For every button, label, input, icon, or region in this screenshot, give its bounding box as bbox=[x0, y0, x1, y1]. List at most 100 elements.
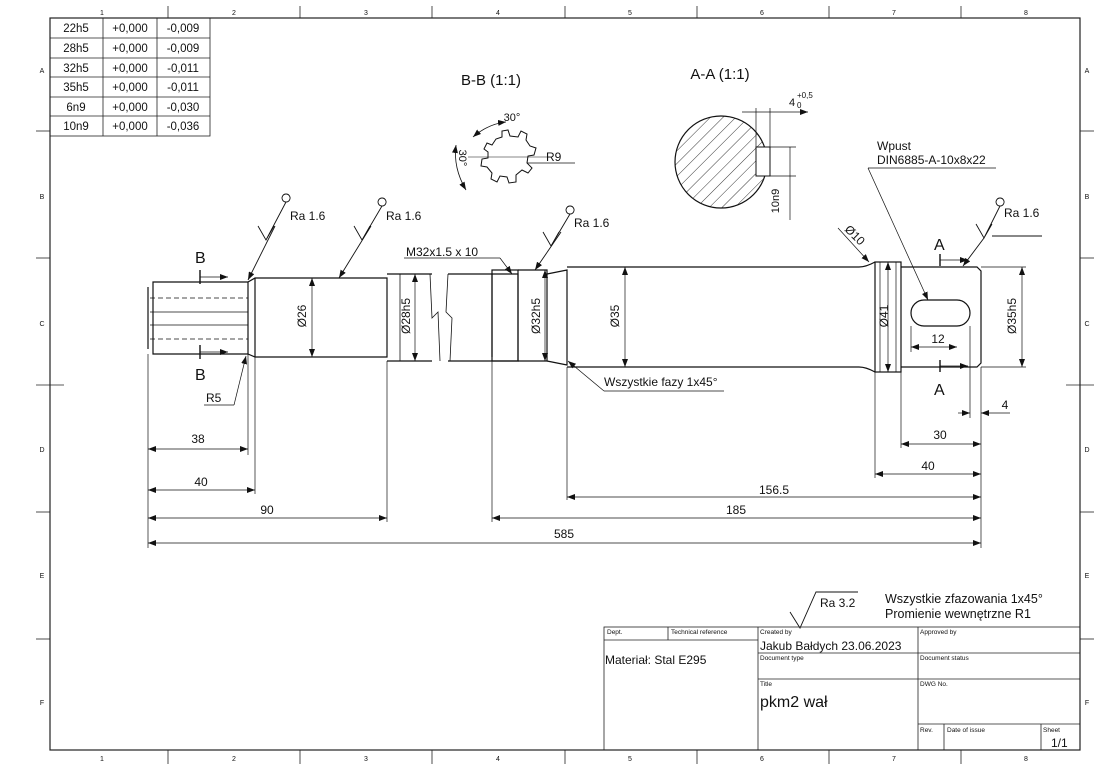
aa-tol-upper: +0,5 bbox=[797, 91, 813, 100]
dimension-labels: 38 40 90 585 185 156.5 40 30 4 bbox=[191, 398, 1008, 541]
dimension-lines bbox=[147, 167, 1026, 548]
tol-fit-0: 22h5 bbox=[63, 23, 89, 35]
note-chamfers: Wszystkie zfazowania 1x45° bbox=[885, 592, 1043, 606]
zone-col-bottom-7: 7 bbox=[892, 756, 896, 763]
shaft-main-view bbox=[147, 261, 982, 373]
tb-title-label: Title bbox=[760, 681, 772, 688]
dim-40-left: 40 bbox=[194, 475, 208, 489]
key-length-label: 12 bbox=[931, 332, 945, 346]
section-bb: B-B (1:1) 30° 30° R9 bbox=[451, 72, 575, 191]
tb-rev-label: Rev. bbox=[920, 727, 933, 734]
tol-lower-5: -0,036 bbox=[167, 121, 200, 133]
dim-585: 585 bbox=[554, 527, 574, 541]
spline-profile bbox=[480, 129, 537, 184]
dim-38: 38 bbox=[191, 432, 205, 446]
tb-approved-label: Approved by bbox=[920, 629, 957, 636]
section-aa-title: A-A (1:1) bbox=[690, 66, 749, 83]
zone-row-left-a: A bbox=[40, 68, 45, 75]
zone-row-right-c: C bbox=[1084, 321, 1089, 328]
zone-col-bottom-2: 2 bbox=[232, 756, 236, 763]
tb-dwg-label: DWG No. bbox=[920, 681, 948, 688]
tolerance-table bbox=[49, 17, 211, 137]
tb-techref-label: Technical reference bbox=[671, 629, 728, 636]
roughness-label-3: Ra 1.6 bbox=[574, 216, 610, 230]
bb-angle-top: 30° bbox=[504, 112, 521, 124]
zone-row-left-b: B bbox=[40, 194, 45, 201]
tb-docstatus-label: Document status bbox=[920, 655, 970, 662]
tol-upper-4: +0,000 bbox=[112, 102, 148, 114]
section-mark-b-bottom: B bbox=[195, 367, 206, 384]
d41-label: Ø41 bbox=[877, 304, 891, 327]
keyway-label-1: Wpust bbox=[877, 139, 912, 153]
zone-col-bottom-6: 6 bbox=[760, 756, 764, 763]
dim-90: 90 bbox=[260, 503, 274, 517]
zone-row-left-f: F bbox=[40, 700, 44, 707]
section-bb-title: B-B (1:1) bbox=[461, 72, 521, 89]
thread-label: M32x1.5 x 10 bbox=[406, 245, 478, 259]
tol-lower-3: -0,011 bbox=[167, 82, 199, 94]
roughness-labels: Ra 1.6 Ra 1.6 Ra 1.6 Ra 1.6 Ra 3.2 bbox=[290, 206, 1040, 610]
zone-col-top-8: 8 bbox=[1024, 10, 1028, 17]
roughness-symbols bbox=[247, 193, 1042, 629]
tb-material: Materiał: Stal E295 bbox=[605, 653, 707, 667]
d32-label: Ø32h5 bbox=[529, 298, 543, 334]
tolerance-table-text: 22h5 +0,000 -0,009 28h5 +0,000 -0,009 32… bbox=[63, 23, 199, 133]
zone-row-right-a: A bbox=[1085, 68, 1090, 75]
zone-col-bottom-1: 1 bbox=[100, 756, 104, 763]
tol-lower-2: -0,011 bbox=[167, 63, 199, 75]
general-notes: Wszystkie zfazowania 1x45° Promienie wew… bbox=[885, 592, 1043, 621]
zone-col-top-3: 3 bbox=[364, 10, 368, 17]
note-radii: Promienie wewnętrzne R1 bbox=[885, 607, 1031, 621]
title-block-text: Dept. Technical reference Created by App… bbox=[605, 629, 1068, 750]
roughness-label-1: Ra 1.6 bbox=[290, 209, 326, 223]
zone-col-top-5: 5 bbox=[628, 10, 632, 17]
chamfer-label: Wszystkie fazy 1x45° bbox=[604, 375, 718, 389]
tol-fit-4: 6n9 bbox=[66, 102, 85, 114]
tol-fit-1: 28h5 bbox=[63, 43, 89, 55]
dim-185: 185 bbox=[726, 503, 746, 517]
roughness-label-4: Ra 1.6 bbox=[1004, 206, 1040, 220]
zone-col-top-2: 2 bbox=[232, 10, 236, 17]
d10-label: Ø10 bbox=[842, 222, 868, 248]
zone-col-bottom-4: 4 bbox=[496, 756, 500, 763]
title-block bbox=[603, 626, 1081, 751]
tb-sheet-label: Sheet bbox=[1043, 727, 1060, 734]
section-mark-a-bottom: A bbox=[934, 382, 945, 399]
aa-key-fit: 10n9 bbox=[770, 189, 782, 213]
tol-lower-1: -0,009 bbox=[167, 43, 200, 55]
zone-col-top-6: 6 bbox=[760, 10, 764, 17]
zone-col-bottom-8: 8 bbox=[1024, 756, 1028, 763]
roughness-label-2: Ra 1.6 bbox=[386, 209, 422, 223]
tol-upper-2: +0,000 bbox=[112, 63, 148, 75]
d35h5-label: Ø35h5 bbox=[1005, 298, 1019, 334]
tb-dept-label: Dept. bbox=[607, 629, 623, 636]
zone-col-bottom-3: 3 bbox=[364, 756, 368, 763]
tb-sheet: 1/1 bbox=[1051, 736, 1068, 750]
zone-row-left-e: E bbox=[40, 573, 45, 580]
tol-upper-0: +0,000 bbox=[112, 23, 148, 35]
shaft-labels: B B A A M32x1.5 x 10 Wszystkie fazy 1x45… bbox=[195, 139, 1019, 405]
tol-upper-3: +0,000 bbox=[112, 82, 148, 94]
bb-radius: R9 bbox=[546, 150, 562, 164]
tol-fit-3: 35h5 bbox=[63, 82, 89, 94]
section-mark-a-top: A bbox=[934, 237, 945, 254]
keyway-label-2: DIN6885-A-10x8x22 bbox=[877, 153, 986, 167]
tol-lower-0: -0,009 bbox=[167, 23, 200, 35]
r5-label: R5 bbox=[206, 391, 222, 405]
tb-date-label: Date of issue bbox=[947, 727, 985, 734]
zone-col-bottom-5: 5 bbox=[628, 756, 632, 763]
dim-40-right: 40 bbox=[921, 459, 935, 473]
tol-fit-5: 10n9 bbox=[63, 121, 89, 133]
zone-row-right-d: D bbox=[1084, 447, 1089, 454]
dim-156-5: 156.5 bbox=[759, 483, 789, 497]
tb-doctype-label: Document type bbox=[760, 655, 804, 662]
zone-row-right-f: F bbox=[1085, 700, 1089, 707]
d35-label: Ø35 bbox=[608, 304, 622, 327]
zone-labels: 1 2 3 4 5 6 7 8 1 2 3 4 5 6 7 8 A B C D … bbox=[39, 10, 1089, 763]
tb-created-by: Jakub Bałdych 23.06.2023 bbox=[760, 639, 902, 653]
aa-tol-lower: 0 bbox=[797, 101, 802, 110]
roughness-general: Ra 3.2 bbox=[820, 596, 856, 610]
section-aa: A-A (1:1) 4 +0,5 0 10n9 bbox=[674, 66, 813, 220]
